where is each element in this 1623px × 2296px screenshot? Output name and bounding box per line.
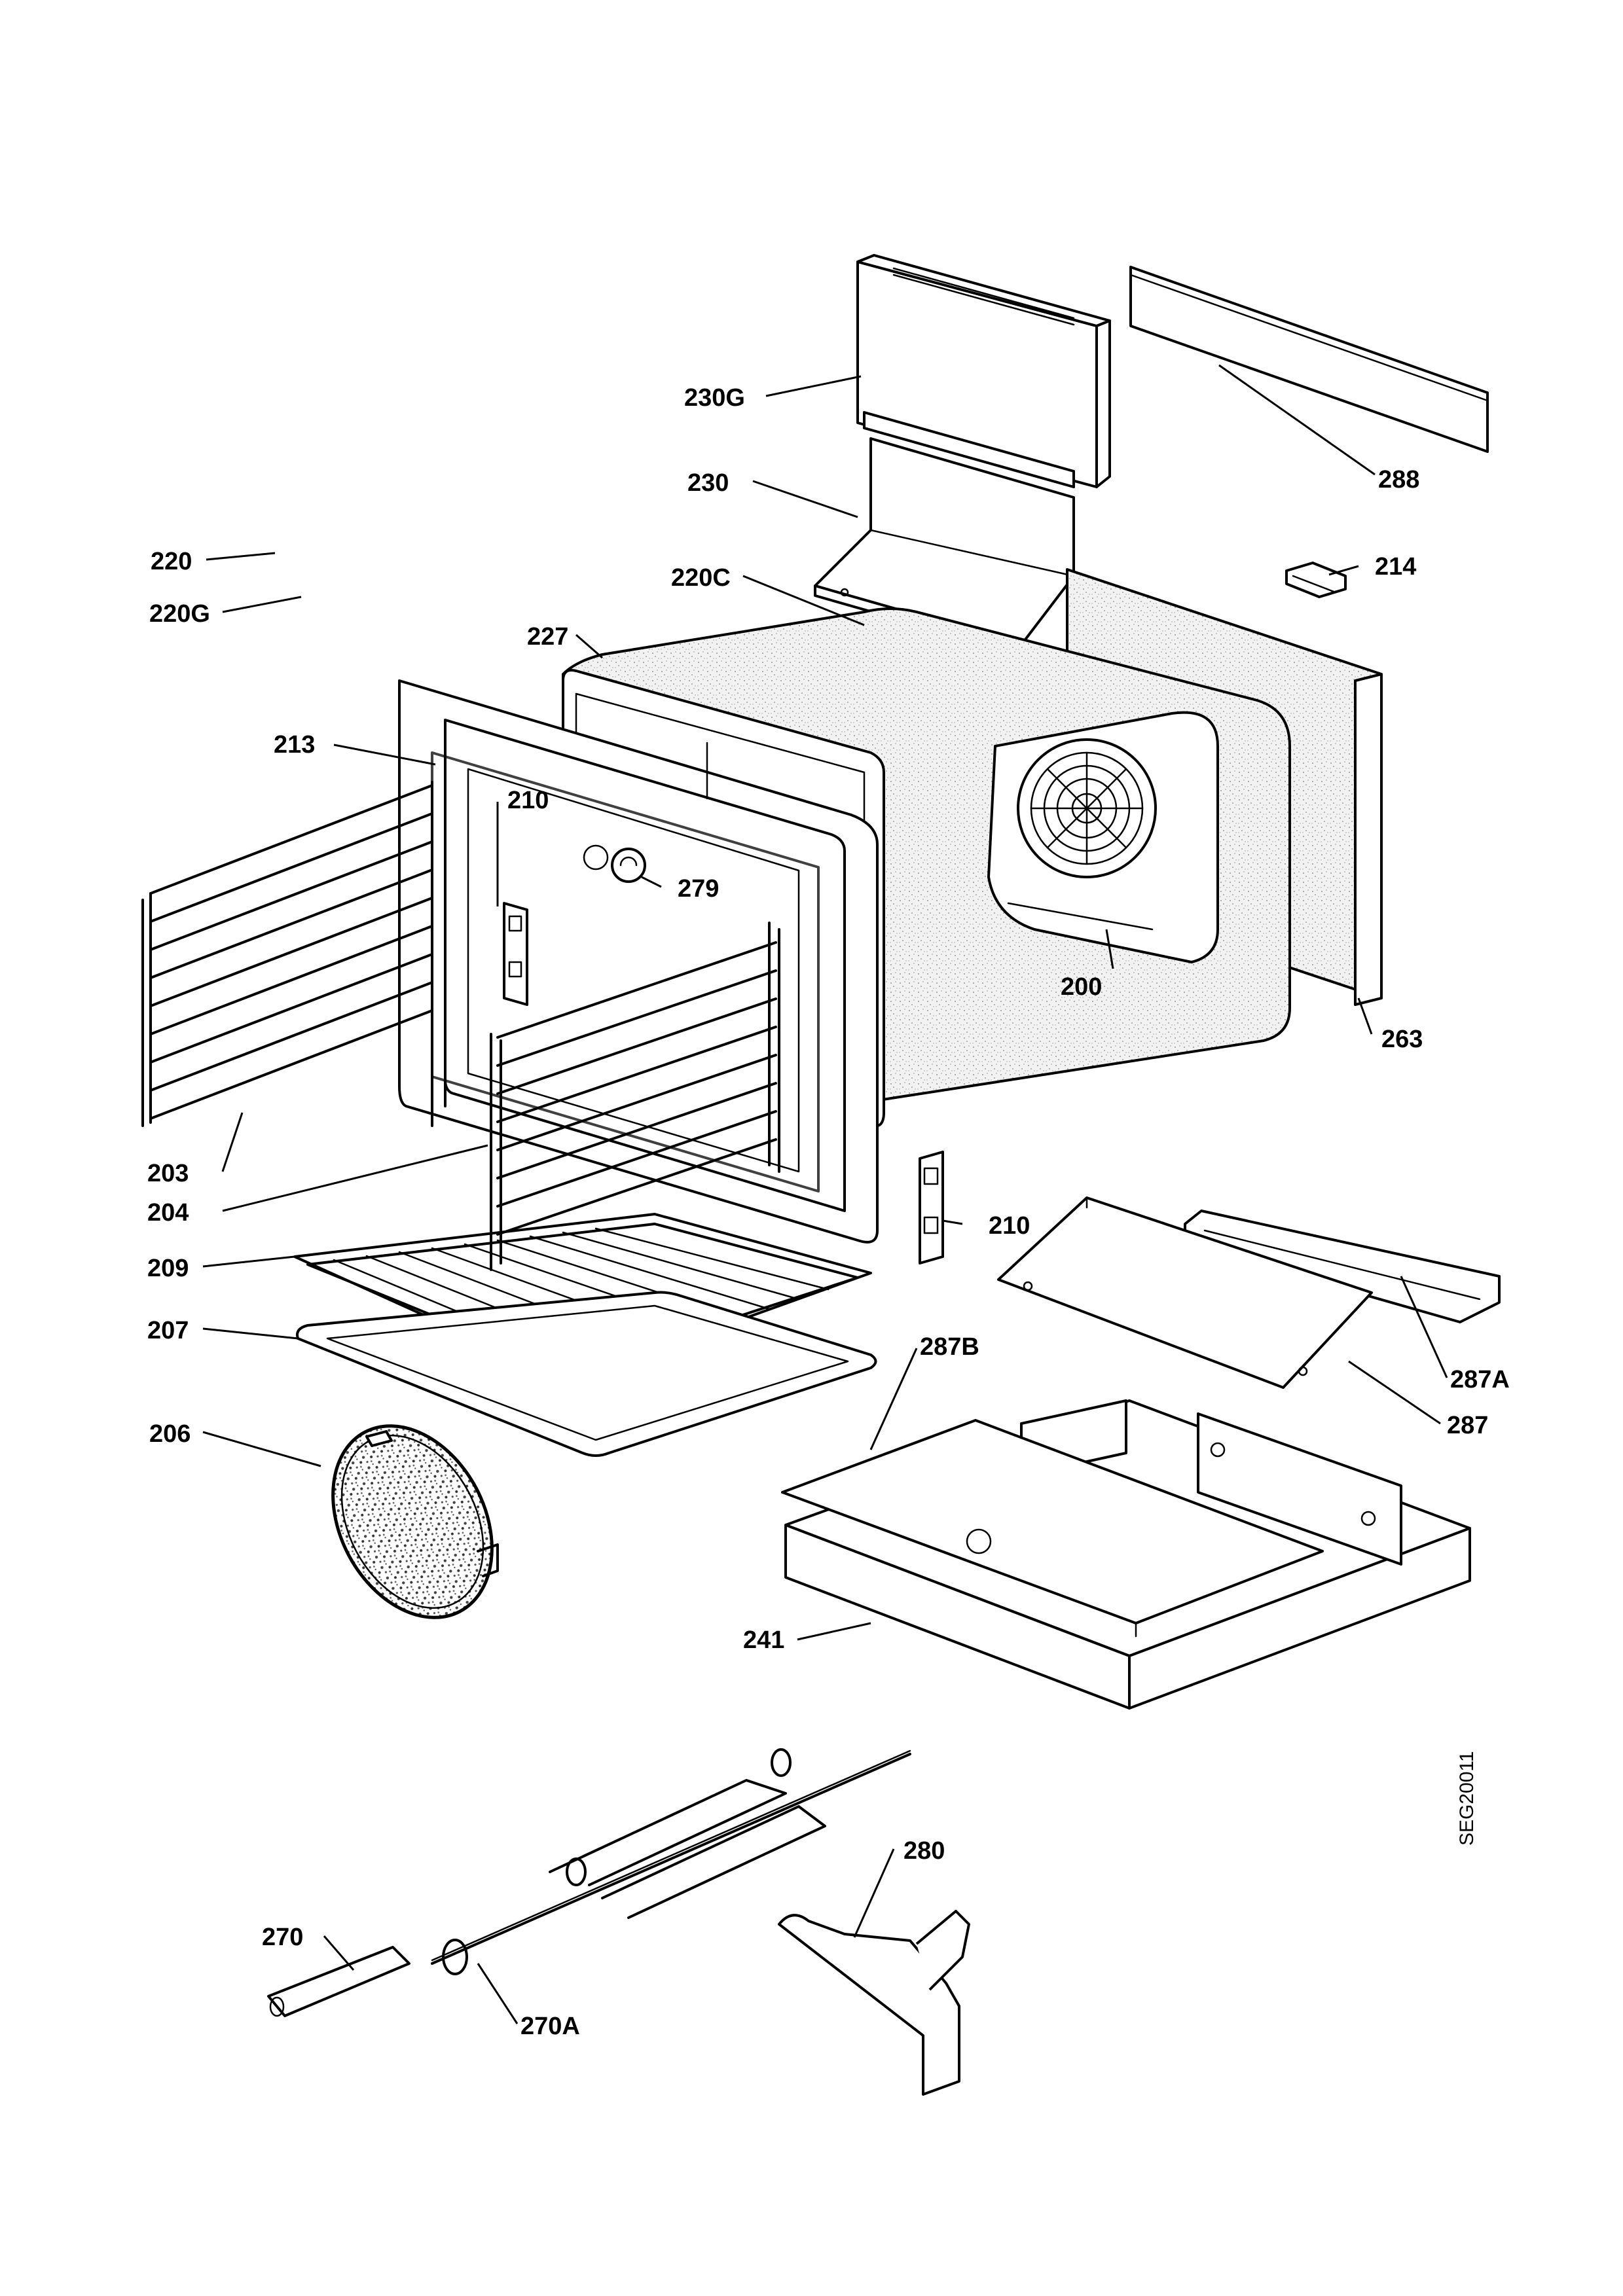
callout-labels: 230G 288 230 220 220G 220C 214 227 213 2… [147,384,1510,2040]
small-clip [1285,562,1347,598]
callout-280: 280 [903,1837,945,1865]
callout-213: 213 [274,731,315,759]
callout-227: 227 [527,623,568,651]
tray-plate [781,1419,1324,1638]
callout-270a: 270A [520,2013,580,2040]
callout-200: 200 [1061,973,1102,1001]
grease-filter [331,1424,499,1619]
angled-plate [997,1196,1373,1389]
spit-holder [778,1910,970,2096]
callout-204: 204 [147,1199,189,1227]
top-insulation-panel [1129,266,1489,453]
callout-279: 279 [678,875,719,903]
callout-214: 214 [1375,553,1416,581]
callout-207: 207 [147,1317,189,1344]
callout-263: 263 [1381,1026,1423,1053]
side-rack-right [490,922,780,1271]
callout-230g: 230G [684,384,745,412]
callout-220g: 220G [149,600,210,628]
lamp-cover [611,848,646,883]
hinge-receiver-upper [503,902,528,1006]
callout-209: 209 [147,1255,189,1282]
callout-206: 206 [149,1420,191,1448]
callout-270: 270 [262,1924,303,1951]
callout-230: 230 [687,469,729,497]
callout-287b: 287B [920,1333,979,1361]
callout-220: 220 [151,548,192,575]
callout-220c: 220C [671,564,731,592]
callout-287a: 287A [1450,1366,1510,1393]
rotisserie-spit [267,1748,911,2017]
callout-210-lower: 210 [989,1212,1030,1240]
callout-241: 241 [743,1626,784,1654]
callout-288: 288 [1378,466,1419,493]
side-rack-left [141,781,447,1127]
leader-lines [202,364,1448,2024]
callout-210-upper: 210 [507,787,549,814]
baking-tray [296,1291,877,1457]
drawing-code: SEG20011 [1456,1751,1478,1846]
duct-cover [856,254,1111,488]
callout-287: 287 [1447,1412,1488,1439]
front-frame [398,679,879,1244]
hinge-receiver-lower [919,1151,944,1265]
callout-203: 203 [147,1160,189,1187]
